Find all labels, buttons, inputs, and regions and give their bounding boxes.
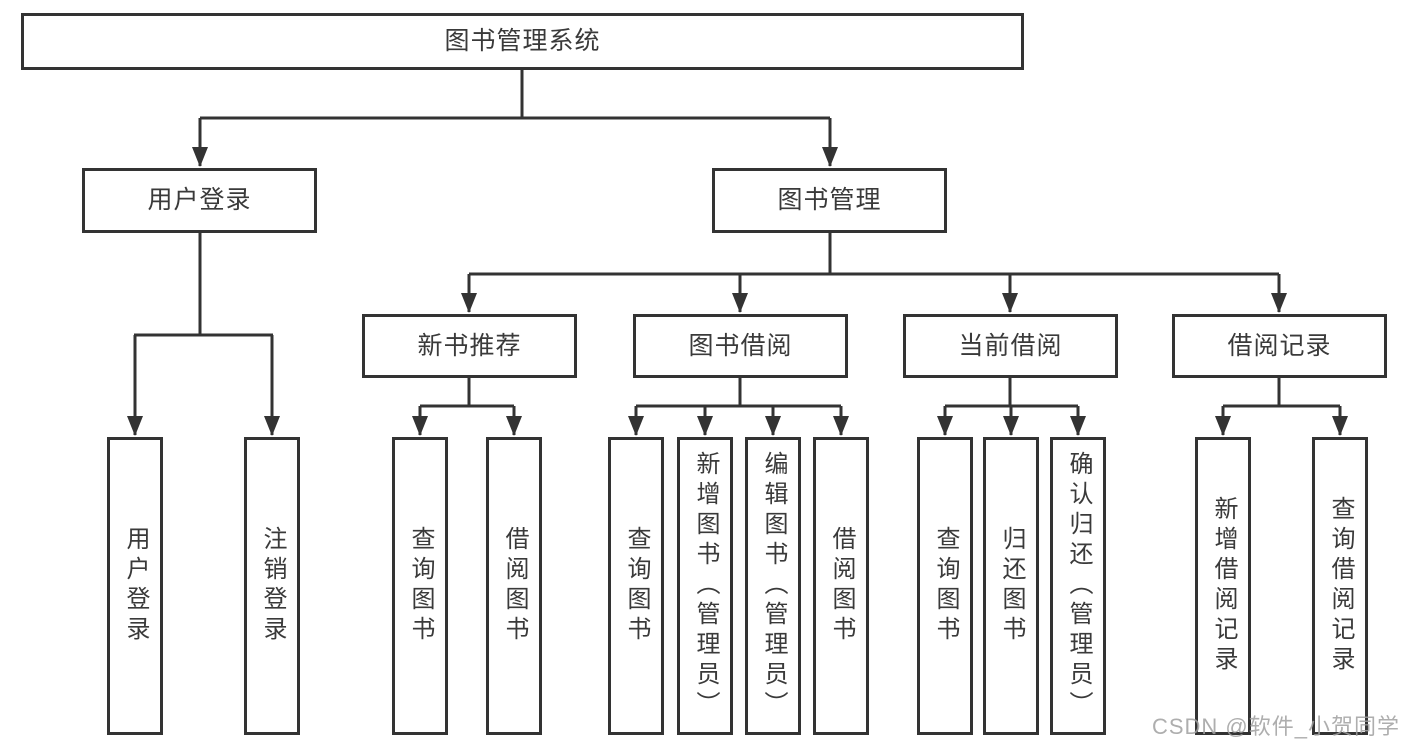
leaf-user-login: 用户登录 bbox=[107, 437, 163, 735]
leaf-add-books-admin: 新增图书（管理员） bbox=[677, 437, 733, 735]
leaf-logout-label: 注销登录 bbox=[259, 526, 286, 646]
leaf-add-borrow-record: 新增借阅记录 bbox=[1195, 437, 1251, 735]
leaf-query-borrow-record: 查询借阅记录 bbox=[1312, 437, 1368, 735]
node-book-management-label: 图书管理 bbox=[777, 186, 882, 214]
leaf-borrow-books-borrowing: 借阅图书 bbox=[813, 437, 869, 735]
leaf-borrow-books-recommend: 借阅图书 bbox=[486, 437, 542, 735]
leaf-return-books: 归还图书 bbox=[983, 437, 1039, 735]
leaf-query-books-borrowing-label: 查询图书 bbox=[623, 526, 650, 646]
csdn-watermark: CSDN @软件_小贺同学 bbox=[1151, 714, 1400, 739]
node-user-login-label: 用户登录 bbox=[147, 186, 252, 214]
leaf-logout: 注销登录 bbox=[244, 437, 300, 735]
node-book-borrowing: 图书借阅 bbox=[633, 314, 848, 378]
node-borrow-records: 借阅记录 bbox=[1172, 314, 1387, 378]
leaf-query-books-recommend: 查询图书 bbox=[392, 437, 448, 735]
leaf-edit-books-admin-label: 编辑图书（管理员） bbox=[760, 451, 787, 721]
leaf-query-books-borrowing: 查询图书 bbox=[608, 437, 664, 735]
node-current-borrowing: 当前借阅 bbox=[903, 314, 1118, 378]
leaf-borrow-books-borrowing-label: 借阅图书 bbox=[828, 526, 855, 646]
node-root-system: 图书管理系统 bbox=[21, 13, 1024, 70]
leaf-add-books-admin-label: 新增图书（管理员） bbox=[692, 451, 719, 721]
node-book-management: 图书管理 bbox=[712, 168, 947, 233]
leaf-edit-books-admin: 编辑图书（管理员） bbox=[745, 437, 801, 735]
leaf-query-books-current: 查询图书 bbox=[917, 437, 973, 735]
leaf-add-borrow-record-label: 新增借阅记录 bbox=[1210, 496, 1237, 676]
node-root-system-label: 图书管理系统 bbox=[444, 27, 601, 55]
leaf-user-login-label: 用户登录 bbox=[122, 526, 149, 646]
node-current-borrowing-label: 当前借阅 bbox=[958, 331, 1063, 360]
leaf-query-books-current-label: 查询图书 bbox=[932, 526, 959, 646]
leaf-confirm-return-admin: 确认归还（管理员） bbox=[1050, 437, 1106, 735]
leaf-confirm-return-admin-label: 确认归还（管理员） bbox=[1065, 451, 1092, 721]
node-user-login: 用户登录 bbox=[82, 168, 317, 233]
leaf-return-books-label: 归还图书 bbox=[998, 526, 1025, 646]
node-borrow-records-label: 借阅记录 bbox=[1227, 331, 1332, 360]
leaf-query-borrow-record-label: 查询借阅记录 bbox=[1327, 496, 1354, 676]
node-new-book-recommendation: 新书推荐 bbox=[362, 314, 577, 378]
leaf-borrow-books-recommend-label: 借阅图书 bbox=[501, 526, 528, 646]
leaf-query-books-recommend-label: 查询图书 bbox=[407, 526, 434, 646]
node-book-borrowing-label: 图书借阅 bbox=[688, 331, 793, 360]
node-new-book-recommendation-label: 新书推荐 bbox=[417, 331, 522, 360]
